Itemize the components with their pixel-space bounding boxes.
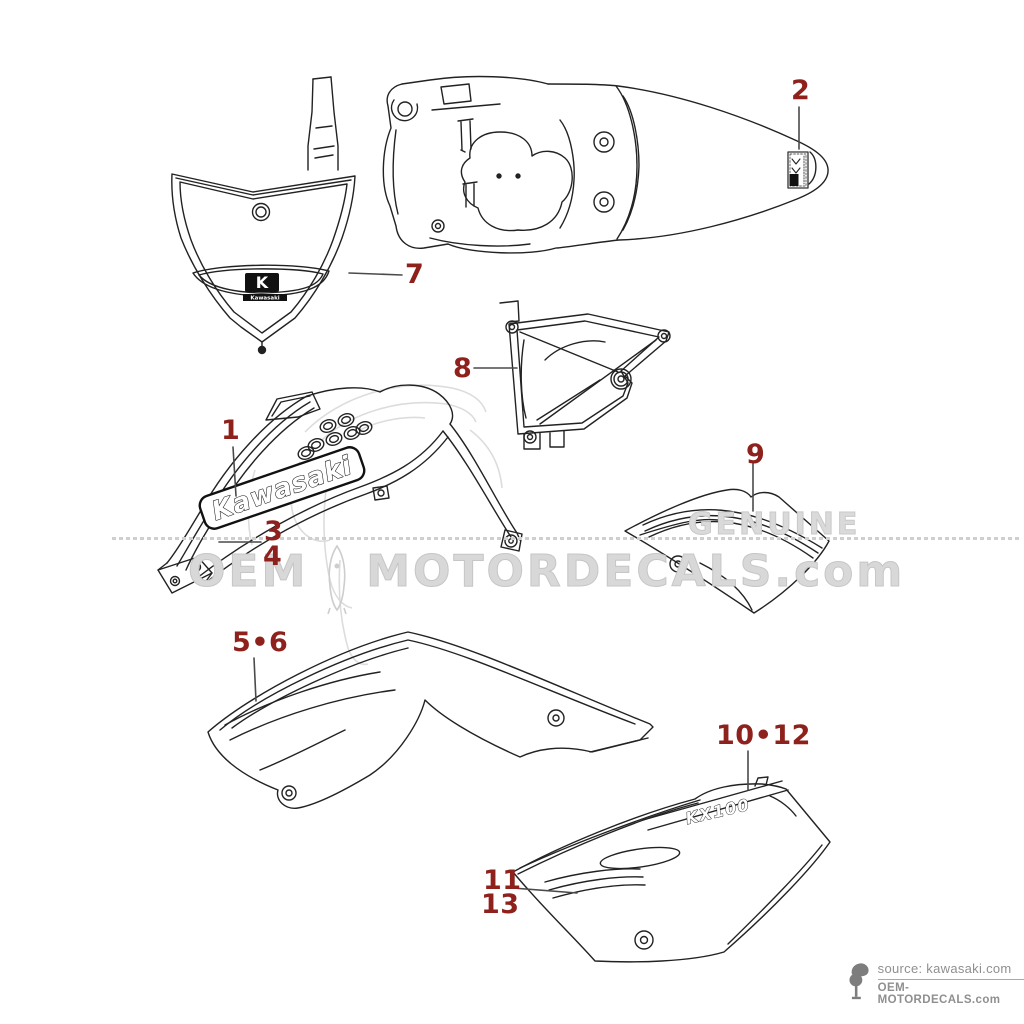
callout-2: 2 <box>791 75 811 106</box>
badge-site-text: OEM-MOTORDECALS.com <box>877 982 1001 1006</box>
front-number-plate <box>171 76 356 355</box>
air-box-cover <box>499 300 671 450</box>
badge-bird-icon <box>849 963 869 1000</box>
lower-shroud <box>207 631 654 809</box>
rear-fender <box>382 75 829 254</box>
number-plate-k-logo-decal: K Kawasaki <box>243 273 287 302</box>
badge-divider <box>877 979 1024 980</box>
callout-7: 7 <box>405 259 425 290</box>
rear-fender-warning-decal <box>787 151 809 189</box>
callout-9: 9 <box>746 439 766 470</box>
callout-1: 1 <box>221 415 241 446</box>
plate-brand-text: Kawasaki <box>250 296 279 302</box>
callout-10-12: 10•12 <box>716 720 811 751</box>
badge-source-text: source: kawasaki.com <box>877 961 1012 976</box>
callout-5-6: 5•6 <box>232 627 289 658</box>
callout-8: 8 <box>453 353 473 384</box>
shroud-vent-holes <box>297 413 373 460</box>
callout-leader-lines <box>218 106 800 894</box>
side-cover <box>624 488 830 614</box>
plate-k-mark: K <box>256 273 269 292</box>
rear-side-panel <box>512 776 831 963</box>
callout-4: 4 <box>263 541 283 572</box>
callout-11: 11 <box>483 865 522 896</box>
source-badge: source: kawasaki.com OEM-MOTORDECALS.com <box>846 961 1024 1006</box>
callout-13: 13 <box>481 889 520 920</box>
